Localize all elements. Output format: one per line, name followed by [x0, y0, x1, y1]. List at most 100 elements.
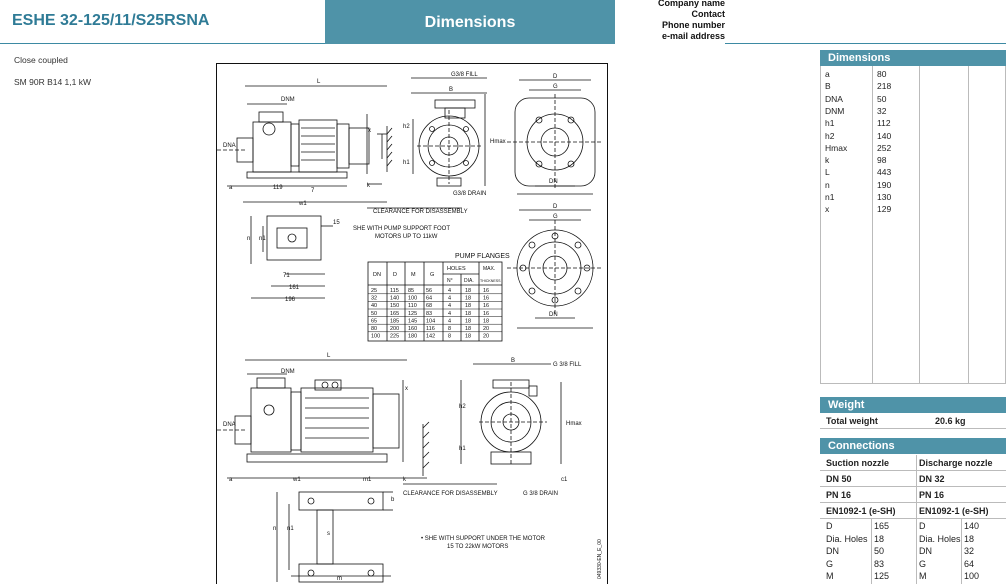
label-w1: w1 — [298, 201, 307, 207]
flange-cell: 50 — [371, 311, 377, 317]
weight-panel: Weight — [820, 397, 1006, 413]
label-dnm-bottom: DNM — [281, 369, 295, 375]
label-c1: c1 — [561, 477, 568, 483]
flange-cell: 180 — [408, 334, 417, 340]
connections-panel: Connections — [820, 438, 1006, 454]
suction-pn: PN 16 — [826, 490, 852, 500]
label-a: a — [229, 185, 233, 191]
dimension-drawing: L DNM DNA a 119 7 w1 k x CLEARANCE FOR D… — [216, 63, 608, 584]
flange-hdr-dia: DIA. — [464, 278, 474, 284]
flange-hdr-max: MAX. — [483, 266, 495, 272]
dim-col-divider-1 — [872, 66, 873, 383]
flange-view-middle — [507, 209, 603, 329]
dimension-key: h1 — [825, 118, 835, 129]
label-h1: h1 — [403, 160, 410, 166]
discharge-col-divider — [961, 518, 962, 584]
label-m1-bottom: m1 — [363, 477, 372, 483]
drawing-code: 049330-EN_E_00 — [597, 539, 603, 579]
discharge-key: M — [919, 571, 927, 582]
discharge-key: Dia. Holes — [919, 533, 961, 544]
conn-line-3 — [820, 502, 1006, 503]
section-title: Dimensions — [325, 0, 615, 44]
label-71: 71 — [283, 273, 290, 279]
label-g38drain2: G 3/8 DRAIN — [523, 491, 558, 497]
label-n: n — [247, 236, 250, 242]
suction-key: D — [826, 521, 833, 531]
discharge-title: Discharge nozzle — [919, 458, 993, 468]
weight-row: Total weight 20.6 kg — [820, 413, 1006, 429]
dimension-key: a — [825, 69, 830, 79]
pump-flanges-title: PUMP FLANGES — [455, 253, 510, 260]
flange-cell: 142 — [426, 334, 435, 340]
suction-title: Suction nozzle — [826, 458, 889, 468]
label-she-support2: 15 TO 22kW MOTORS — [447, 544, 508, 550]
dimensions-panel: Dimensions — [820, 50, 1006, 66]
label-g38fill2: G 3/8 FILL — [553, 362, 582, 368]
flange-cell: 200 — [390, 326, 399, 332]
dim-col-divider-3 — [968, 66, 969, 383]
coupling-note: Close coupled — [14, 55, 68, 65]
flange-cell: 100 — [408, 296, 417, 302]
label-m: m — [337, 576, 342, 582]
label-h1-bottom: h1 — [459, 446, 466, 452]
label-h2: h2 — [403, 124, 410, 130]
flange-cell: 125 — [408, 311, 417, 317]
label-she-support: • SHE WITH SUPPORT UNDER THE MOTOR — [421, 536, 546, 542]
discharge-key: G — [919, 558, 927, 569]
conn-line-4 — [820, 518, 1006, 519]
discharge-dn: DN 32 — [919, 474, 945, 484]
label-k: k — [367, 183, 371, 189]
flange-cell: 110 — [408, 303, 417, 309]
dimension-value: 80 — [877, 69, 887, 79]
suction-std: EN1092-1 (e-SH) — [826, 506, 896, 516]
label-a-bottom: a — [229, 477, 233, 483]
discharge-value: 100 — [964, 571, 980, 582]
flange-cell: 18 — [465, 296, 471, 302]
suction-key: Dia. Holes — [826, 533, 868, 544]
flange-hdr-d: D — [393, 272, 397, 278]
flange-cell: 116 — [426, 326, 435, 332]
label-g38fill: G3/8 FILL — [451, 72, 478, 78]
dimension-value: 140 — [877, 130, 892, 141]
flange-cell: 16 — [483, 296, 489, 302]
label-x: x — [368, 128, 371, 134]
label-15: 15 — [333, 220, 340, 226]
label-G-top: G — [553, 84, 558, 90]
flange-cell: 4 — [448, 318, 451, 324]
discharge-value: 64 — [964, 558, 975, 569]
label-hmax: Hmax — [490, 139, 506, 145]
label-D-top: D — [553, 74, 558, 80]
label-clearance: CLEARANCE FOR DISASSEMBLY — [373, 209, 468, 215]
flange-cell: 160 — [408, 326, 417, 332]
flange-cell: 115 — [390, 288, 399, 294]
flange-cell: 18 — [483, 318, 489, 324]
dimension-value: 32 — [877, 105, 887, 116]
flange-cell: 40 — [371, 303, 377, 309]
connections-table: Suction nozzle Discharge nozzle DN 50 DN… — [820, 455, 1006, 584]
header-title-area: ESHE 32-125/11/S25RSNA — [0, 0, 325, 44]
flange-cell: 80 — [371, 326, 377, 332]
label-G-mid: G — [553, 214, 558, 220]
dimension-key: x — [825, 204, 830, 215]
suction-value: 165 — [874, 521, 890, 531]
flange-cell: 56 — [426, 288, 432, 294]
flange-hdr-no: N° — [447, 278, 453, 284]
flange-hdr-holes: HOLES — [447, 266, 466, 272]
page-header: ESHE 32-125/11/S25RSNA Dimensions Compan… — [0, 0, 1006, 44]
flange-hdr-thickness: THICKNESS — [480, 279, 501, 283]
flange-cell: 18 — [465, 318, 471, 324]
label-dna-bottom: DNA — [223, 422, 236, 428]
label-B-bottom: B — [511, 358, 515, 364]
label-she-foot: SHE WITH PUMP SUPPORT FOOT — [353, 226, 450, 232]
company-info: Company name Contact Phone number e-mail… — [615, 0, 725, 42]
discharge-value: 18 — [964, 533, 975, 544]
label-161: 161 — [289, 285, 300, 291]
flange-hdr-m: M — [411, 272, 416, 278]
flange-cell: 8 — [448, 334, 451, 340]
product-title: ESHE 32-125/11/S25RSNA — [12, 12, 210, 29]
company-contact: Contact — [691, 9, 726, 19]
header-divider — [725, 43, 1006, 44]
label-clearance2: CLEARANCE FOR DISASSEMBLY — [403, 491, 498, 497]
label-L-bottom: L — [327, 353, 331, 359]
